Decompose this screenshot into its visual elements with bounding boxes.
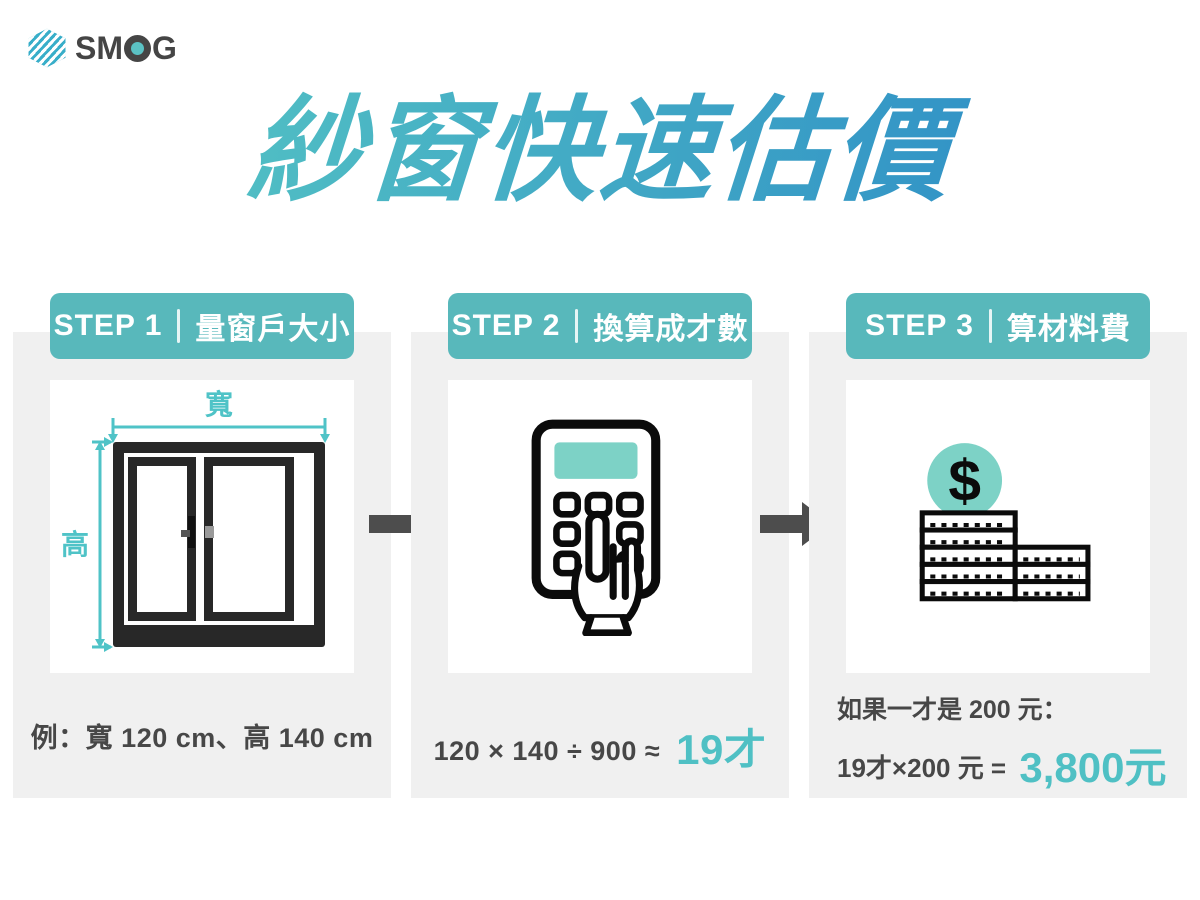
step1-example-text: 例：寬 120 cm、高 140 cm (30, 723, 374, 753)
coin-stacks (919, 509, 1091, 601)
page-title: 紗窗快速估價 (0, 84, 1200, 221)
step1-label: 量窗戶大小 (195, 313, 351, 346)
step3-total-price: 3,800元 (1019, 744, 1167, 791)
height-dimension-label: 高 (61, 529, 89, 560)
money-cost-icon: $ (919, 442, 1091, 601)
badge-divider (575, 309, 579, 343)
step3-illustration-panel: $ (846, 380, 1150, 673)
badge-divider (177, 309, 181, 343)
step3-number: STEP 3 (865, 309, 974, 342)
calculator-icon (531, 419, 661, 636)
formula-result: 19才 (676, 726, 767, 773)
logo-letter-g: G (152, 29, 177, 66)
step2-label: 換算成才數 (593, 313, 749, 346)
step3-label: 算材料費 (1006, 313, 1131, 346)
sliding-window-illustration (113, 442, 325, 647)
step2-badge: STEP 2 換算成才數 (448, 293, 752, 359)
logo-o-circle-icon (124, 34, 151, 62)
step1-badge: STEP 1 量窗戶大小 (50, 293, 354, 359)
step2-formula: 120 × 140 ÷ 900 ≈ 19才 (411, 716, 789, 777)
formula-text: 120 × 140 ÷ 900 ≈ (433, 736, 661, 766)
badge-divider (988, 309, 992, 343)
step2-card: STEP 2 換算成才數 (411, 293, 789, 798)
logo-letters-sm: SM (75, 29, 123, 66)
dollar-sign: $ (948, 448, 981, 513)
step3-equation-text: 19才×200 元 = (837, 753, 1007, 783)
step2-illustration-panel (448, 380, 752, 673)
step1-number: STEP 1 (53, 309, 163, 342)
step3-result-line: 19才×200 元 = 3,800元 (837, 734, 1166, 795)
step3-card: STEP 3 算材料費 $ (809, 293, 1187, 798)
step2-number: STEP 2 (451, 309, 561, 342)
smog-hexagon-icon (28, 28, 66, 68)
step1-card: STEP 1 量窗戶大小 (13, 293, 391, 798)
window-measure-icon: 寬 高 (61, 388, 330, 652)
step3-badge: STEP 3 算材料費 (846, 293, 1150, 359)
step1-illustration-panel: 寬 高 (50, 380, 354, 673)
step3-condition-text: 如果一才是 200 元： (837, 696, 1068, 724)
smog-logo: SM G (26, 28, 177, 68)
step3-calculation: 如果一才是 200 元： 19才×200 元 = 3,800元 (837, 690, 1166, 795)
pressing-hand (571, 510, 643, 636)
width-dimension-label: 寬 (205, 388, 233, 420)
logo-wordmark: SM G (75, 30, 177, 67)
